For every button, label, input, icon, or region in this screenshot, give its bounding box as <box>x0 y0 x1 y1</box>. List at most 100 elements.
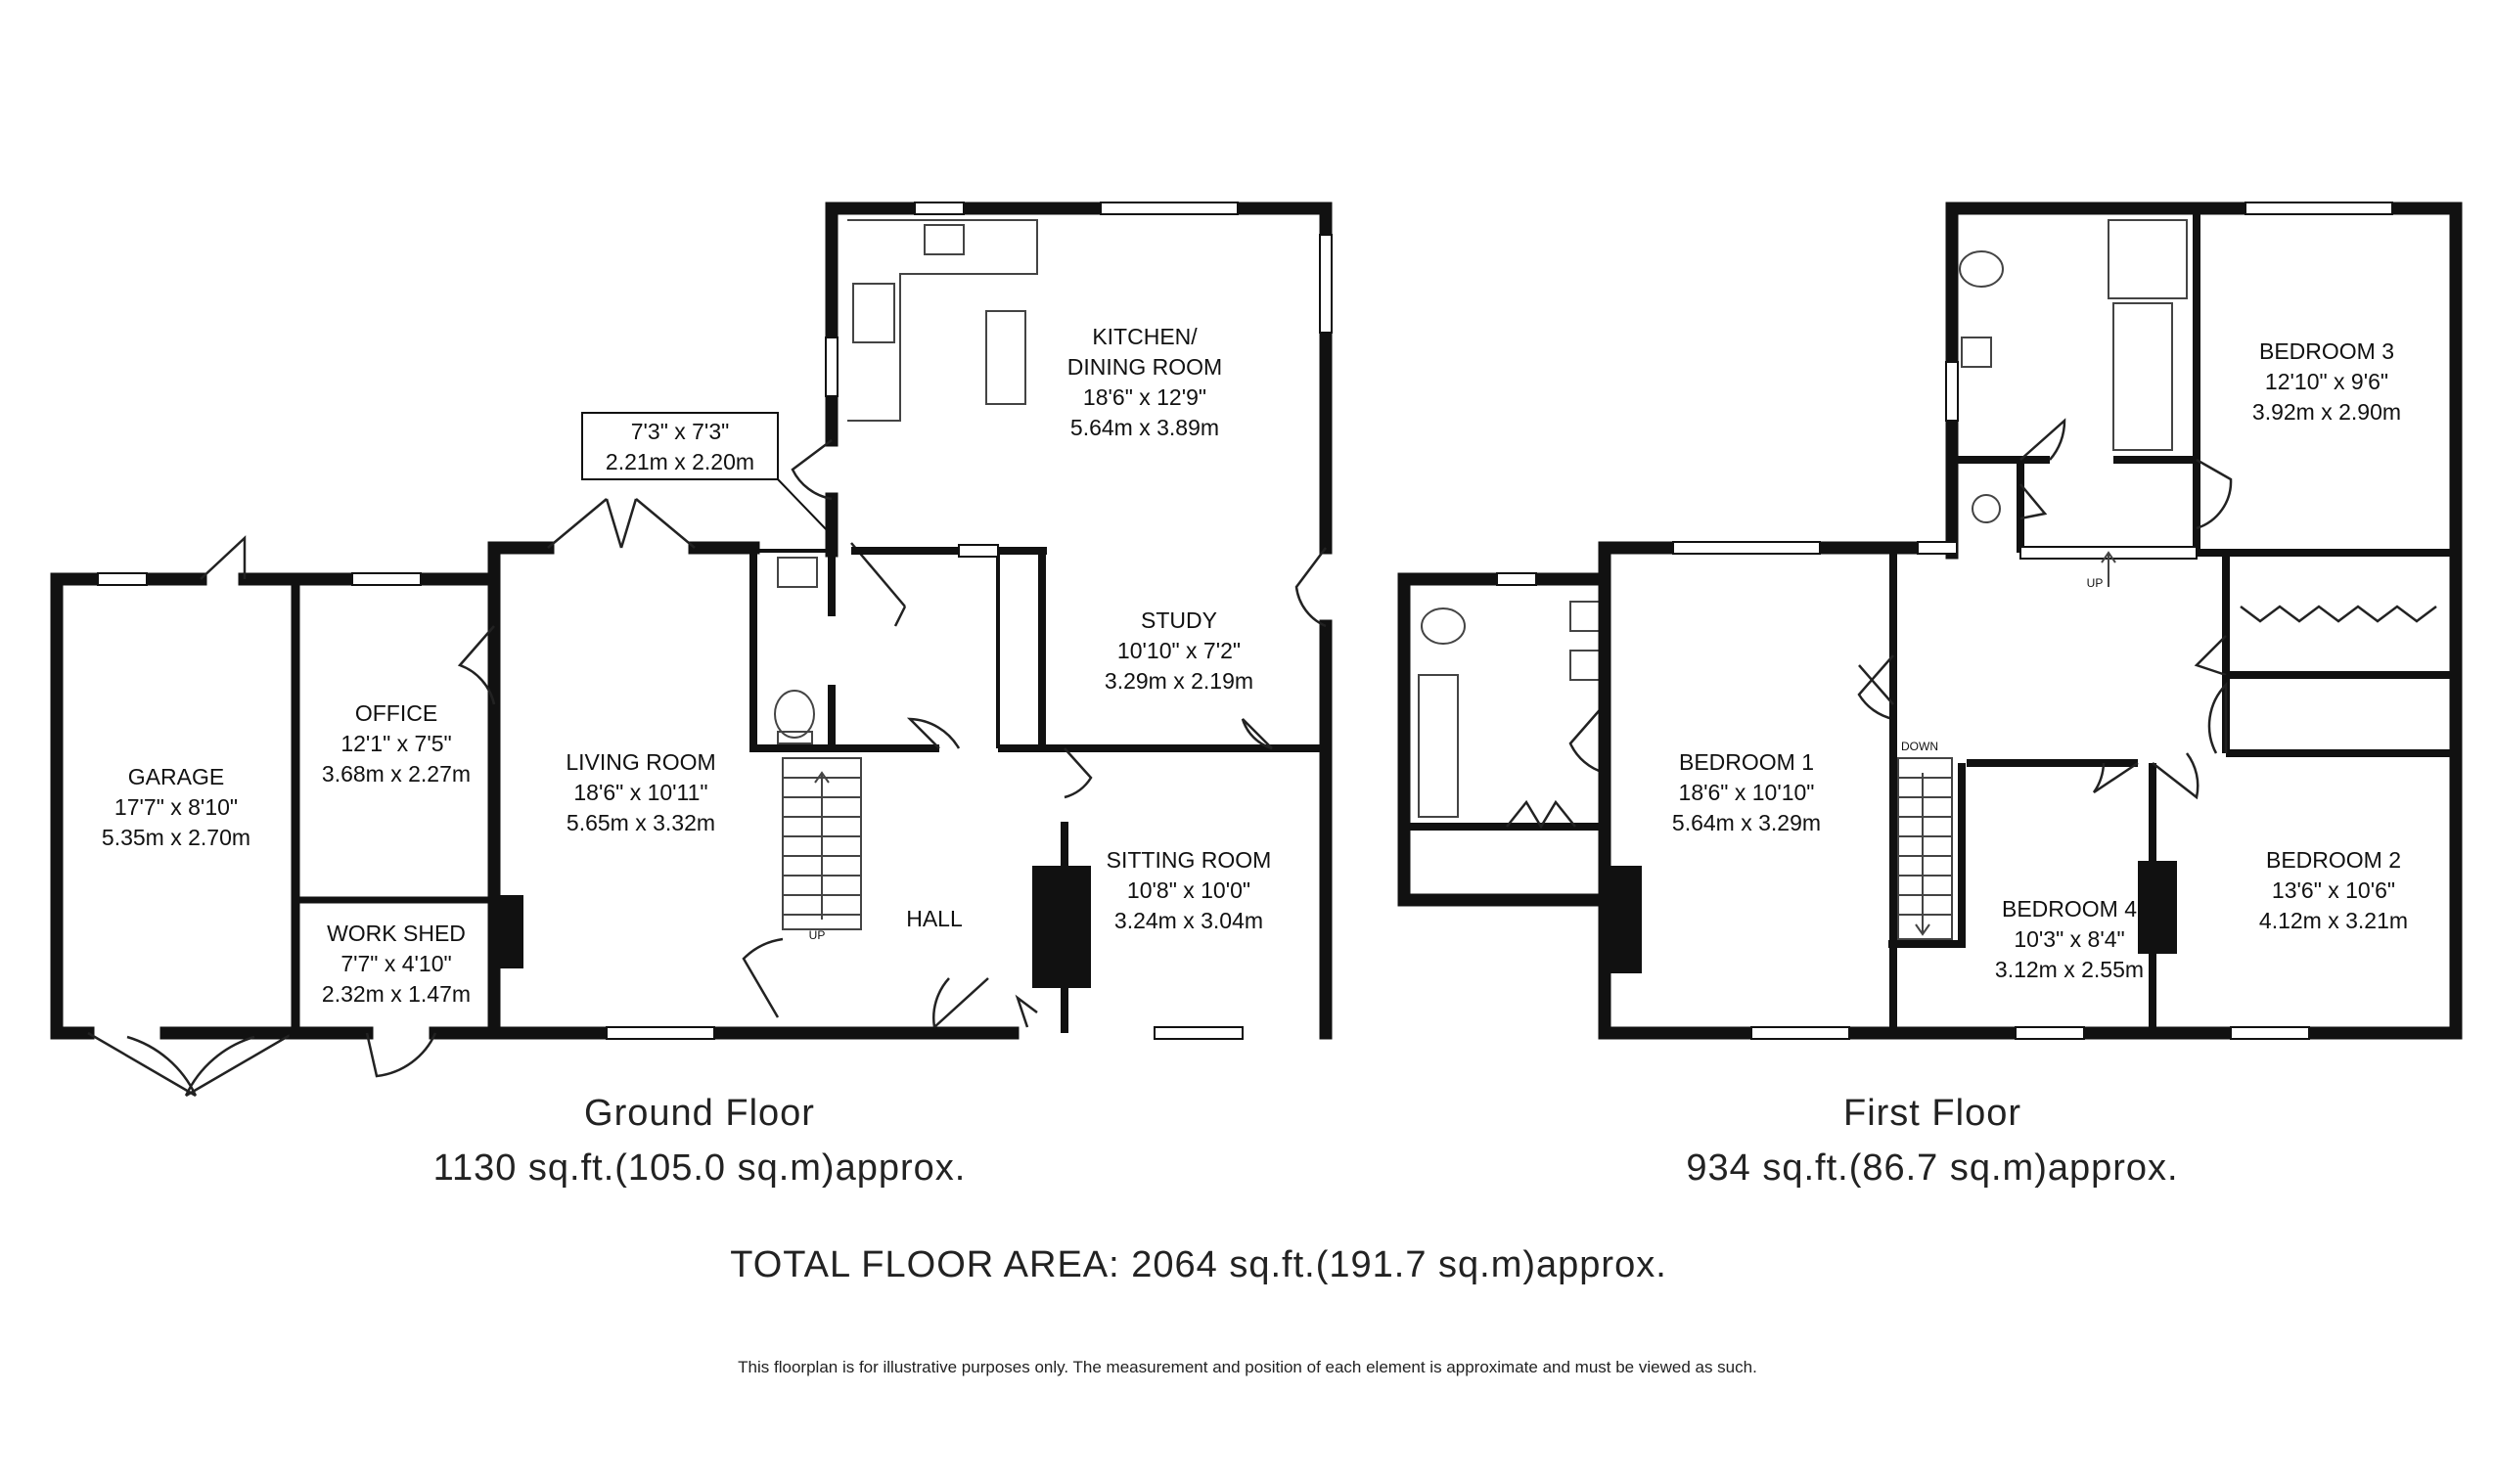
bedroom-4-imperial: 10'3" x 8'4" <box>2014 926 2124 952</box>
garage-label: GARAGE 17'7" x 8'10" 5.35m x 2.70m <box>102 764 250 850</box>
hall-outline <box>742 551 989 1028</box>
sitting-room-label: SITTING ROOM 10'8" x 10'0" 3.24m x 3.04m <box>1107 847 1272 933</box>
bedroom-2-name: BEDROOM 2 <box>2266 847 2401 873</box>
workshed-name: WORK SHED <box>327 921 466 946</box>
svg-text:2.21m x 2.20m: 2.21m x 2.20m <box>606 449 754 474</box>
room-labels: GARAGE 17'7" x 8'10" 5.35m x 2.70m OFFIC… <box>102 324 2408 1007</box>
first-floor-area: 934 sq.ft.(86.7 sq.m)approx. <box>1686 1147 2179 1189</box>
sitting-room-name: SITTING ROOM <box>1107 847 1272 873</box>
svg-text:12'1" x 7'5": 12'1" x 7'5" <box>340 731 451 756</box>
svg-text:BEDROOM 4: BEDROOM 4 <box>2002 896 2137 922</box>
svg-text:18'6" x 10'11": 18'6" x 10'11" <box>573 780 707 805</box>
total-floor-area: TOTAL FLOOR AREA: 2064 sq.ft.(191.7 sq.m… <box>730 1244 1667 1285</box>
study-outline <box>851 544 1326 799</box>
svg-text:3.12m x 2.55m: 3.12m x 2.55m <box>1995 957 2144 982</box>
svg-text:5.64m x 3.89m: 5.64m x 3.89m <box>1070 415 1219 440</box>
bathroom-outline <box>1397 572 1611 907</box>
workshed-imperial: 7'7" x 4'10" <box>340 951 451 976</box>
kitchen-label: KITCHEN/ DINING ROOM 18'6" x 12'9" 5.64m… <box>1067 324 1222 440</box>
svg-text:17'7" x 8'10": 17'7" x 8'10" <box>114 794 238 820</box>
bedroom-1-imperial: 18'6" x 10'10" <box>1679 780 1815 805</box>
bedroom-1-label: BEDROOM 1 18'6" x 10'10" 5.64m x 3.29m <box>1672 749 1821 835</box>
bedroom-3-name: BEDROOM 3 <box>2259 338 2394 364</box>
svg-text:5.65m x 3.32m: 5.65m x 3.32m <box>567 810 715 835</box>
svg-text:2.32m x 1.47m: 2.32m x 1.47m <box>322 981 471 1007</box>
ground-floor-plan <box>50 202 1333 1098</box>
garage-name: GARAGE <box>128 764 224 789</box>
workshed-metric: 2.32m x 1.47m <box>322 981 471 1007</box>
bedroom-3-metric: 3.92m x 2.90m <box>2252 399 2401 425</box>
study-label: STUDY 10'10" x 7'2" 3.29m x 2.19m <box>1105 607 1253 694</box>
svg-text:13'6" x 10'6": 13'6" x 10'6" <box>2272 877 2395 903</box>
ground-floor-caption: Ground Floor 1130 sq.ft.(105.0 sq.m)appr… <box>294 1086 1106 1195</box>
ground-stair-up-label: UP <box>809 928 826 942</box>
garage-imperial: 17'7" x 8'10" <box>114 794 238 820</box>
office-imperial: 12'1" x 7'5" <box>340 731 451 756</box>
ground-floor-area: 1130 sq.ft.(105.0 sq.m)approx. <box>432 1147 967 1189</box>
svg-text:3.68m x 2.27m: 3.68m x 2.27m <box>322 761 471 787</box>
svg-text:BEDROOM 1: BEDROOM 1 <box>1679 749 1814 775</box>
study-name: STUDY <box>1141 607 1217 633</box>
bedroom-4-metric: 3.12m x 2.55m <box>1995 957 2144 982</box>
svg-text:3.24m x 3.04m: 3.24m x 3.04m <box>1114 908 1263 933</box>
svg-text:7'7" x 4'10": 7'7" x 4'10" <box>340 951 451 976</box>
first-stair-up-label: UP <box>2087 576 2104 590</box>
study-imperial: 10'10" x 7'2" <box>1117 638 1241 663</box>
living-room-name: LIVING ROOM <box>566 749 715 775</box>
svg-text:5.35m x 2.70m: 5.35m x 2.70m <box>102 825 250 850</box>
svg-text:DOWN: DOWN <box>1901 740 1938 753</box>
kitchen-name-2: DINING ROOM <box>1067 354 1222 380</box>
office-label: OFFICE 12'1" x 7'5" 3.68m x 2.27m <box>322 700 471 787</box>
bedroom-3-imperial: 12'10" x 9'6" <box>2265 369 2388 394</box>
svg-text:OFFICE: OFFICE <box>355 700 437 726</box>
sitting-room-metric: 3.24m x 3.04m <box>1114 908 1263 933</box>
svg-text:3.92m x 2.90m: 3.92m x 2.90m <box>2252 399 2401 425</box>
svg-text:4.12m x 3.21m: 4.12m x 3.21m <box>2259 908 2408 933</box>
disclaimer: This floorplan is for illustrative purpo… <box>738 1358 1757 1376</box>
sitting-room-imperial: 10'8" x 10'0" <box>1127 877 1250 903</box>
kitchen-outline <box>791 202 1333 1040</box>
hall-label: HALL <box>906 906 963 931</box>
landing-outline <box>1858 202 2463 1040</box>
bedroom-1-outline <box>1598 541 1900 1040</box>
first-floor-title: First Floor <box>1843 1093 2021 1134</box>
bedroom-2-imperial: 13'6" x 10'6" <box>2272 877 2395 903</box>
workshed-label: WORK SHED 7'7" x 4'10" 2.32m x 1.47m <box>322 921 471 1007</box>
svg-text:5.64m x 3.29m: 5.64m x 3.29m <box>1672 810 1821 835</box>
svg-text:LIVING ROOM: LIVING ROOM <box>566 749 715 775</box>
office-name: OFFICE <box>355 700 437 726</box>
svg-text:10'8" x 10'0": 10'8" x 10'0" <box>1127 877 1250 903</box>
first-floor-plan <box>1397 202 2463 1040</box>
bedroom-2-label: BEDROOM 2 13'6" x 10'6" 4.12m x 3.21m <box>2259 847 2408 933</box>
callout-box <box>581 412 831 534</box>
kitchen-imperial: 18'6" x 12'9" <box>1083 384 1206 410</box>
office-metric: 3.68m x 2.27m <box>322 761 471 787</box>
bedroom-4-label: BEDROOM 4 10'3" x 8'4" 3.12m x 2.55m <box>1995 896 2144 982</box>
svg-text:10'3" x 8'4": 10'3" x 8'4" <box>2014 926 2124 952</box>
kitchen-metric: 5.64m x 3.89m <box>1070 415 1219 440</box>
bedroom-4-name: BEDROOM 4 <box>2002 896 2137 922</box>
hall-name: HALL <box>906 906 963 931</box>
svg-text:STUDY: STUDY <box>1141 607 1217 633</box>
ground-floor-title: Ground Floor <box>584 1093 815 1134</box>
study-metric: 3.29m x 2.19m <box>1105 668 1253 694</box>
callout-metric: 2.21m x 2.20m <box>606 449 754 474</box>
kitchen-name: KITCHEN/ <box>1092 324 1198 349</box>
bedroom-2-metric: 4.12m x 3.21m <box>2259 908 2408 933</box>
svg-text:WORK SHED: WORK SHED <box>327 921 466 946</box>
svg-text:7'3" x 7'3": 7'3" x 7'3" <box>631 419 730 444</box>
living-room-label: LIVING ROOM 18'6" x 10'11" 5.65m x 3.32m <box>566 749 715 835</box>
svg-text:GARAGE: GARAGE <box>128 764 224 789</box>
garage-outline <box>50 535 305 1098</box>
bedroom-1-metric: 5.64m x 3.29m <box>1672 810 1821 835</box>
callout-imperial: 7'3" x 7'3" <box>631 419 730 444</box>
svg-text:UP: UP <box>809 928 826 942</box>
svg-text:SITTING ROOM: SITTING ROOM <box>1107 847 1272 873</box>
svg-text:10'10" x 7'2": 10'10" x 7'2" <box>1117 638 1241 663</box>
svg-text:KITCHEN/: KITCHEN/ <box>1092 324 1198 349</box>
svg-text:18'6" x 12'9": 18'6" x 12'9" <box>1083 384 1206 410</box>
svg-text:18'6" x 10'10": 18'6" x 10'10" <box>1679 780 1815 805</box>
bedroom-1-name: BEDROOM 1 <box>1679 749 1814 775</box>
callout-label: 7'3" x 7'3" 2.21m x 2.20m <box>606 419 754 474</box>
first-floor-caption: First Floor 934 sq.ft.(86.7 sq.m)approx. <box>1526 1086 2338 1195</box>
